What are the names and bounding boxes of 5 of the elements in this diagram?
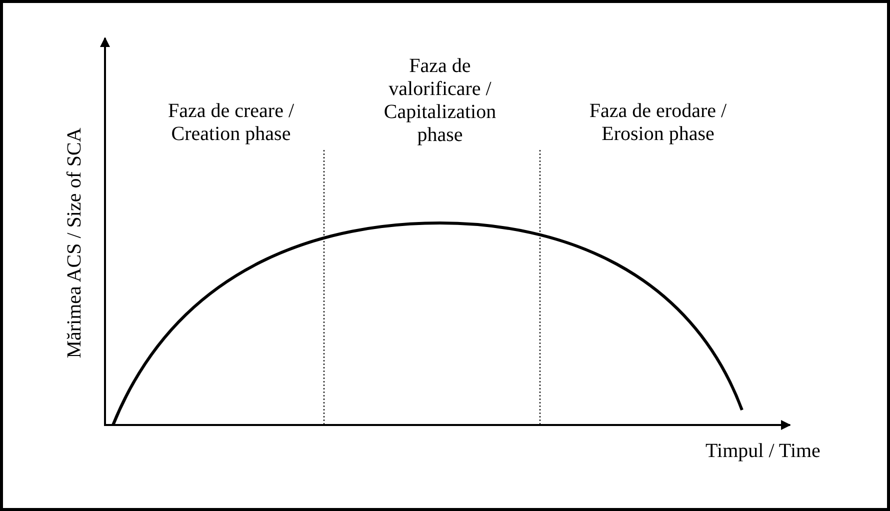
phase-label: Faza de valorificare / Capitalization phase — [382, 55, 498, 147]
phase-label: Faza de erodare / Erosion phase — [588, 100, 728, 146]
axis-label: Mărimea ACS / Size of SCA — [64, 128, 86, 358]
phase-label: Faza de creare / Creation phase — [166, 100, 295, 146]
axis-label: Timpul / Time — [704, 440, 822, 463]
